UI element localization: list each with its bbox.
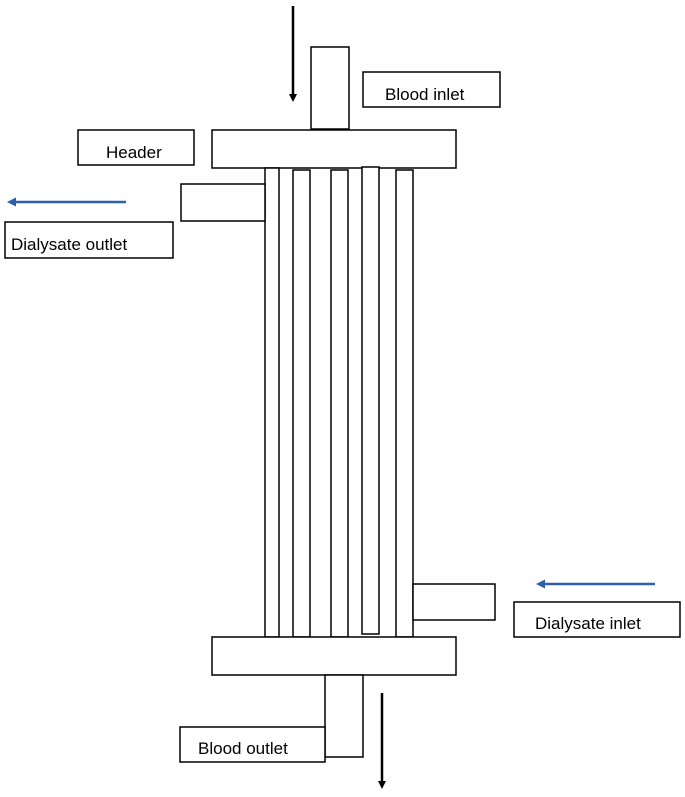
dialysate-outlet-label-box: Dialysate outlet <box>4 221 174 259</box>
blood-outlet-port <box>324 674 364 758</box>
dialysate-inlet-port <box>412 583 496 621</box>
header-label: Header <box>106 143 162 162</box>
blood-inlet-port <box>310 46 350 130</box>
blood-outlet-label: Blood outlet <box>198 739 288 758</box>
fiber-tube <box>361 166 380 635</box>
blood-outlet-label-box: Blood outlet <box>179 726 326 763</box>
fiber-tube <box>395 169 414 638</box>
fiber-tube <box>292 169 311 638</box>
dialysate-inlet-label-box: Dialysate inlet <box>513 601 681 638</box>
header-label-box: Header <box>77 129 195 166</box>
dialysate-inlet-label: Dialysate inlet <box>535 614 641 633</box>
bottom-header <box>211 636 457 676</box>
blood-inlet-label-box: Blood inlet <box>362 71 501 108</box>
dialysate-outlet-label: Dialysate outlet <box>11 235 128 254</box>
fiber-tube <box>330 169 349 638</box>
fiber-tube <box>264 167 280 638</box>
dialysate-outlet-port <box>180 183 266 222</box>
top-header <box>211 129 457 169</box>
fiber-bundle <box>264 166 414 638</box>
blood-inlet-label: Blood inlet <box>385 85 465 104</box>
